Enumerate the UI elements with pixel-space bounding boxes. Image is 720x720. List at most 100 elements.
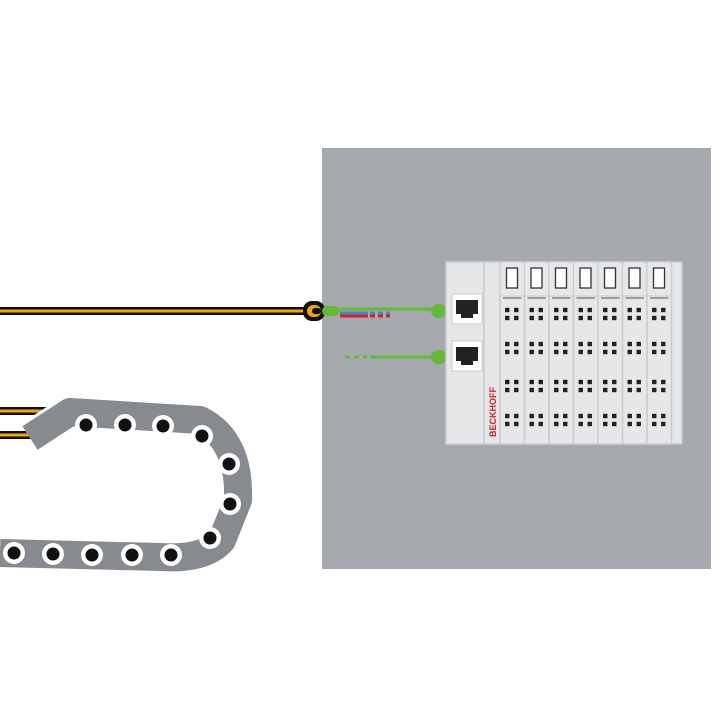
terminal-contact	[627, 341, 632, 347]
terminal-contacts-icon	[652, 341, 666, 355]
cable-gland-core	[312, 308, 321, 314]
io-terminal	[646, 261, 673, 445]
terminal-contact	[603, 341, 608, 347]
terminal-contact	[652, 379, 657, 385]
terminal-contact	[563, 387, 568, 393]
terminal-contact	[587, 349, 592, 355]
terminal-contact	[529, 341, 534, 347]
terminal-contact	[627, 315, 632, 321]
terminal-contacts-icon	[529, 341, 543, 355]
terminal-contact	[505, 421, 510, 427]
terminal-contacts-icon	[529, 379, 543, 393]
terminal-contact	[627, 349, 632, 355]
terminal-contact	[563, 379, 568, 385]
terminal-contact	[563, 341, 568, 347]
terminal-contact	[529, 387, 534, 393]
chain-link-hole	[46, 547, 60, 561]
chain-link-hole	[195, 429, 209, 443]
terminal-contact	[661, 421, 666, 427]
terminal-contact	[661, 413, 666, 419]
terminal-contact	[636, 315, 641, 321]
terminal-contact	[587, 413, 592, 419]
terminal-led-icon	[628, 267, 641, 289]
terminal-contact	[514, 387, 519, 393]
terminal-contact	[505, 349, 510, 355]
terminal-contact	[612, 413, 617, 419]
terminal-contact	[636, 421, 641, 427]
chain-link-hole	[223, 497, 237, 511]
terminal-contacts-icon	[529, 307, 543, 321]
terminal-contact	[529, 315, 534, 321]
terminal-contacts-icon	[505, 341, 519, 355]
terminal-contact	[578, 315, 583, 321]
chain-links	[3, 414, 241, 566]
chain-link-hole	[118, 418, 132, 432]
terminal-contact	[652, 387, 657, 393]
terminal-contact	[661, 315, 666, 321]
io-terminal	[499, 261, 526, 445]
chain-link-hole	[79, 418, 93, 432]
terminal-contact	[652, 349, 657, 355]
terminal-contacts-icon	[627, 307, 641, 321]
io-terminal	[523, 261, 550, 445]
rj45-port-icon[interactable]	[451, 340, 483, 372]
terminal-contact	[529, 379, 534, 385]
terminal-contact	[587, 421, 592, 427]
terminal-contact	[652, 315, 657, 321]
terminal-contact	[627, 379, 632, 385]
terminal-contact	[554, 379, 559, 385]
terminal-contact	[612, 315, 617, 321]
terminal-contact	[505, 387, 510, 393]
terminal-contact	[538, 315, 543, 321]
terminal-contact	[563, 413, 568, 419]
terminal-contact	[636, 413, 641, 419]
terminal-contacts-icon	[652, 379, 666, 393]
terminal-contacts-icon	[627, 413, 641, 427]
terminal-contact	[636, 387, 641, 393]
terminal-contact	[538, 307, 543, 313]
chain-link-hole	[164, 548, 178, 562]
terminal-contact	[603, 315, 608, 321]
rj45-port-icon[interactable]	[451, 293, 483, 325]
terminal-contact	[587, 315, 592, 321]
terminal-contacts-icon	[554, 379, 568, 393]
terminal-contact	[538, 349, 543, 355]
plug-1	[431, 304, 447, 318]
terminal-contact	[505, 341, 510, 347]
terminal-contact	[627, 387, 632, 393]
terminal-contacts-icon	[578, 341, 592, 355]
energy-chain	[0, 395, 256, 575]
terminal-contacts-icon	[505, 413, 519, 427]
terminal-contact	[603, 379, 608, 385]
terminal-contact	[529, 413, 534, 419]
terminal-contact	[578, 349, 583, 355]
terminal-contact	[578, 341, 583, 347]
terminal-contact	[563, 315, 568, 321]
io-terminal	[621, 261, 648, 445]
terminal-contacts-icon	[578, 413, 592, 427]
terminal-led-icon	[505, 267, 519, 289]
ethercat-coupler: BECKHOFF	[445, 261, 683, 445]
terminal-contact	[636, 341, 641, 347]
terminal-contacts-icon	[554, 413, 568, 427]
terminal-contact	[563, 349, 568, 355]
terminal-contact	[627, 421, 632, 427]
terminal-led-icon	[554, 267, 568, 289]
main-cable	[0, 301, 325, 321]
terminal-contact	[538, 379, 543, 385]
terminal-contacts-icon	[627, 379, 641, 393]
terminal-contact	[603, 349, 608, 355]
terminal-contact	[587, 307, 592, 313]
terminal-contacts-icon	[554, 307, 568, 321]
terminal-contact	[505, 307, 510, 313]
terminal-contact	[554, 341, 559, 347]
terminal-contact	[563, 421, 568, 427]
terminal-contact	[554, 315, 559, 321]
terminal-contacts-icon	[529, 413, 543, 427]
terminal-contact	[554, 421, 559, 427]
terminal-contact	[652, 307, 657, 313]
terminal-contact	[529, 307, 534, 313]
terminal-contact	[514, 315, 519, 321]
terminal-contact	[538, 421, 543, 427]
